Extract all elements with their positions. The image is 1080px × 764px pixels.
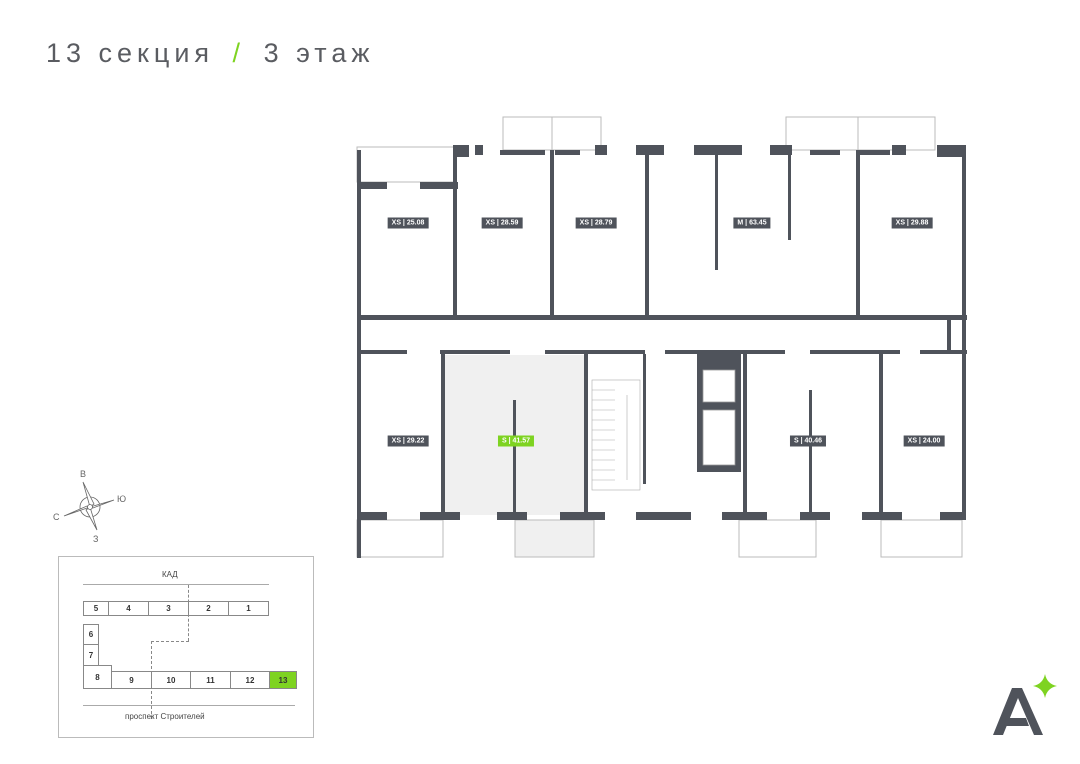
section-8[interactable]: 8	[83, 665, 112, 689]
apartment-label[interactable]: XS | 28.59	[481, 217, 523, 229]
section-11[interactable]: 11	[190, 671, 231, 689]
apartment-label[interactable]: XS | 29.88	[891, 217, 933, 229]
section-3[interactable]: 3	[148, 601, 189, 616]
developer-logo	[993, 674, 1057, 735]
section-2[interactable]: 2	[188, 601, 229, 616]
section-4[interactable]: 4	[108, 601, 149, 616]
balconies	[356, 116, 963, 558]
section-7[interactable]: 7	[83, 644, 99, 666]
apartment-label[interactable]: XS | 28.79	[575, 217, 617, 229]
road-line	[83, 705, 295, 706]
section-5[interactable]: 5	[83, 601, 109, 616]
section-9[interactable]: 9	[111, 671, 152, 689]
apartment-label[interactable]: S | 40.46	[789, 435, 827, 447]
apartment-label-selected[interactable]: S | 41.57	[497, 435, 535, 447]
compass-north-label: В	[80, 469, 87, 479]
compass-east-label: Ю	[117, 494, 127, 504]
divider-line	[151, 641, 189, 642]
bottom-road-label: проспект Строителей	[125, 712, 205, 721]
apartment-label[interactable]: XS | 29.22	[387, 435, 429, 447]
section-12[interactable]: 12	[230, 671, 270, 689]
page-title: 13 секция / 3 этаж	[46, 38, 374, 69]
compass-icon	[63, 481, 115, 531]
site-plan: КАД 5 4 3 2 1 6 7 8 9 10 11 12 13 проспе…	[58, 556, 314, 738]
top-road-label: КАД	[162, 570, 178, 579]
elevators	[702, 369, 736, 466]
apartment-area-selected[interactable]	[445, 354, 584, 512]
road-line	[83, 584, 269, 585]
section-6[interactable]: 6	[83, 624, 99, 645]
floor-title: 3 этаж	[263, 38, 375, 68]
stairs	[591, 379, 641, 491]
section-1[interactable]: 1	[228, 601, 269, 616]
section-13-active[interactable]: 13	[269, 671, 297, 689]
compass-south-label: З	[93, 534, 99, 544]
compass-west-label: С	[53, 512, 60, 522]
section-10[interactable]: 10	[151, 671, 191, 689]
apartment-label[interactable]: M | 63.45	[733, 217, 771, 229]
apartment-label[interactable]: XS | 25.08	[387, 217, 429, 229]
apartment-label[interactable]: XS | 24.00	[903, 435, 945, 447]
apartment-area-1[interactable]	[361, 189, 453, 315]
section-title: 13 секция	[46, 38, 215, 68]
title-separator: /	[232, 38, 246, 68]
